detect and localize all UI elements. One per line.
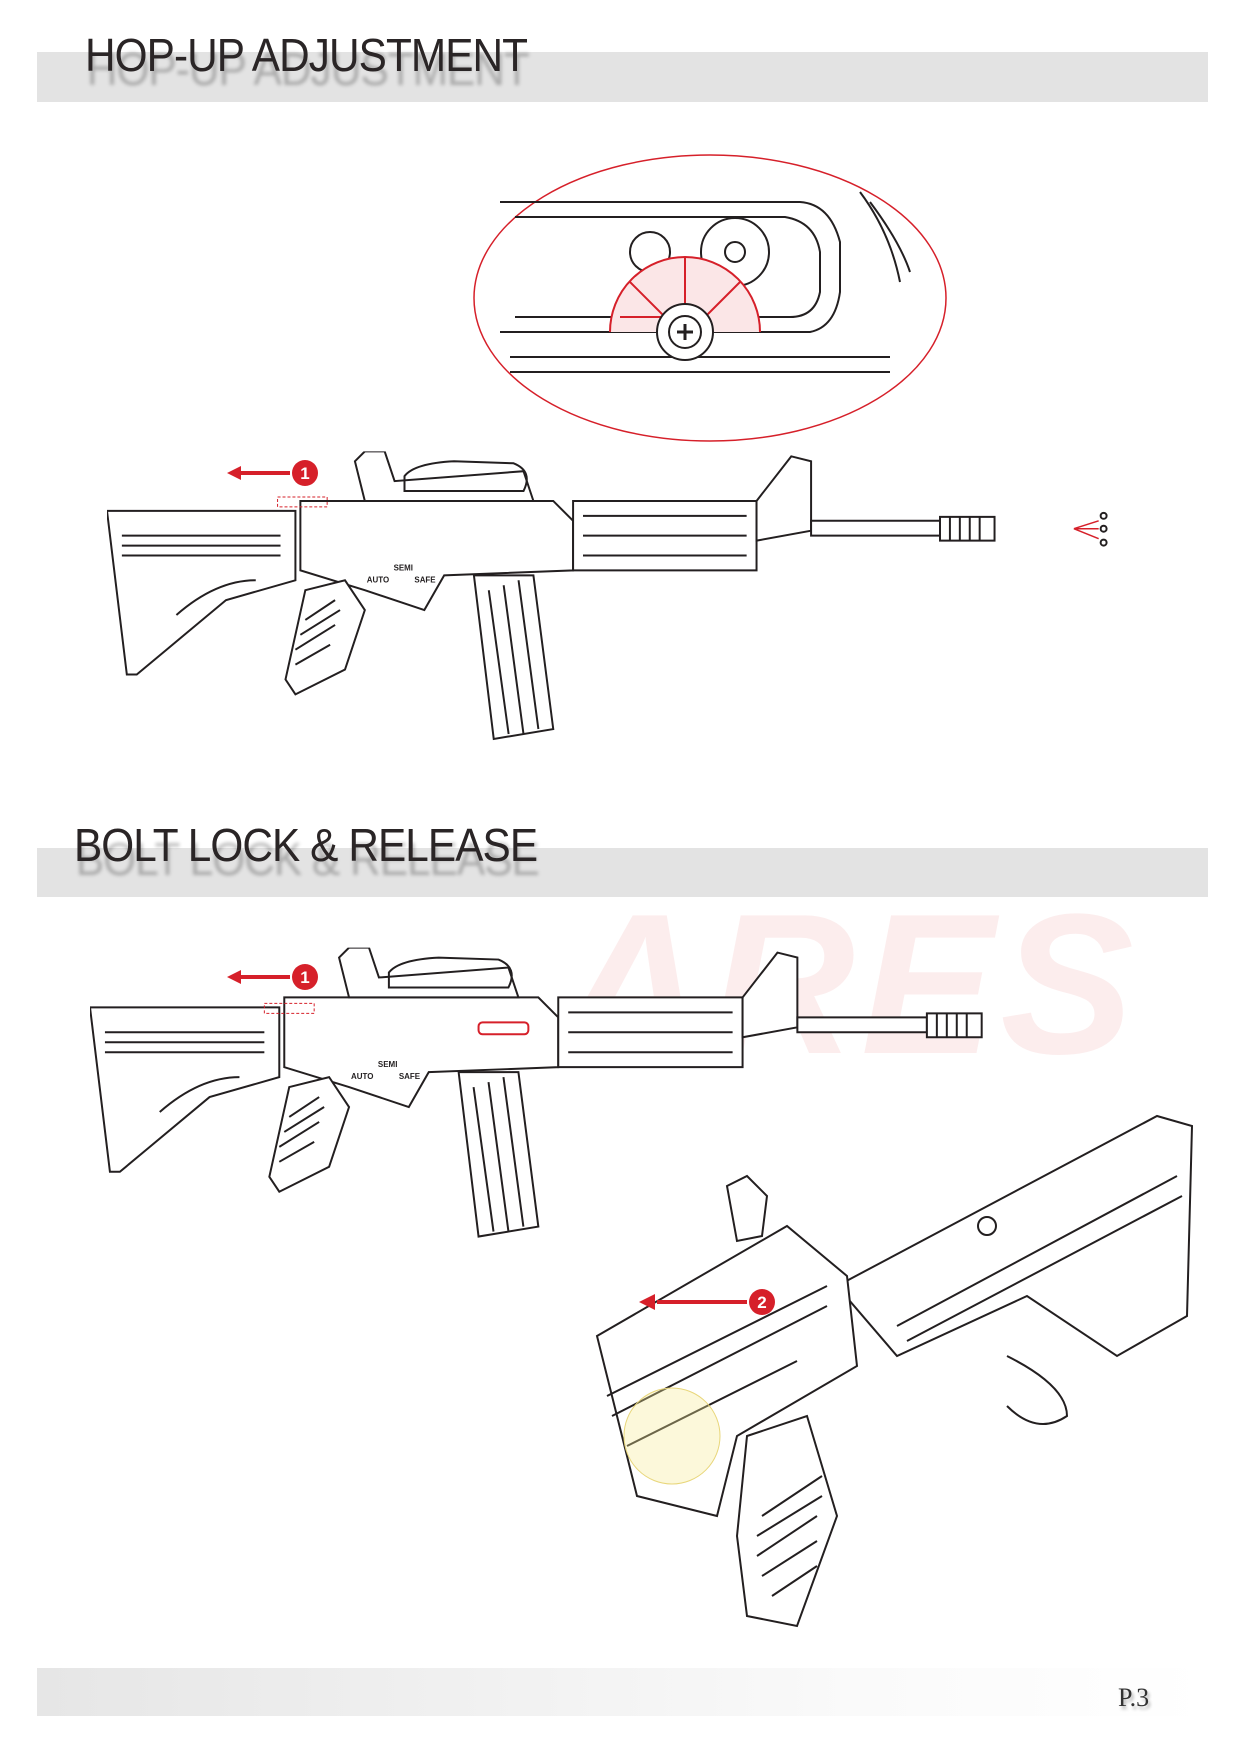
bolt-release-perspective-view: 2 (595, 1114, 1194, 1628)
selector-safe-label: SAFE (414, 575, 435, 584)
selector-auto-label: AUTO (351, 1072, 373, 1081)
section-header-bar (37, 848, 1208, 897)
step-1-badge: 1 (300, 464, 309, 483)
step-1-badge: 1 (300, 968, 309, 987)
page-number: P.3 (1118, 1683, 1150, 1712)
selector-safe-label: SAFE (399, 1072, 420, 1081)
rifle-diagram-top: SEMI AUTO SAFE (107, 450, 1108, 780)
section-header-bar (37, 52, 1208, 102)
hop-up-detail-zoom (473, 154, 947, 442)
selector-semi-label: SEMI (394, 563, 413, 572)
step-2-badge: 2 (757, 1293, 766, 1312)
arrow-step-1-bottom: 1 (227, 964, 318, 990)
selector-auto-label: AUTO (367, 575, 389, 584)
rifle-diagram-bottom: SEMI AUTO SAFE (90, 947, 1166, 1277)
arrow-step-1-top: 1 (227, 460, 318, 486)
section-title-bolt-lock: BOLT LOCK & RELEASE (74, 819, 538, 871)
footer-bar (37, 1668, 1208, 1716)
selector-semi-label: SEMI (378, 1060, 397, 1069)
section-title-hop-up: HOP-UP ADJUSTMENT (85, 29, 528, 81)
